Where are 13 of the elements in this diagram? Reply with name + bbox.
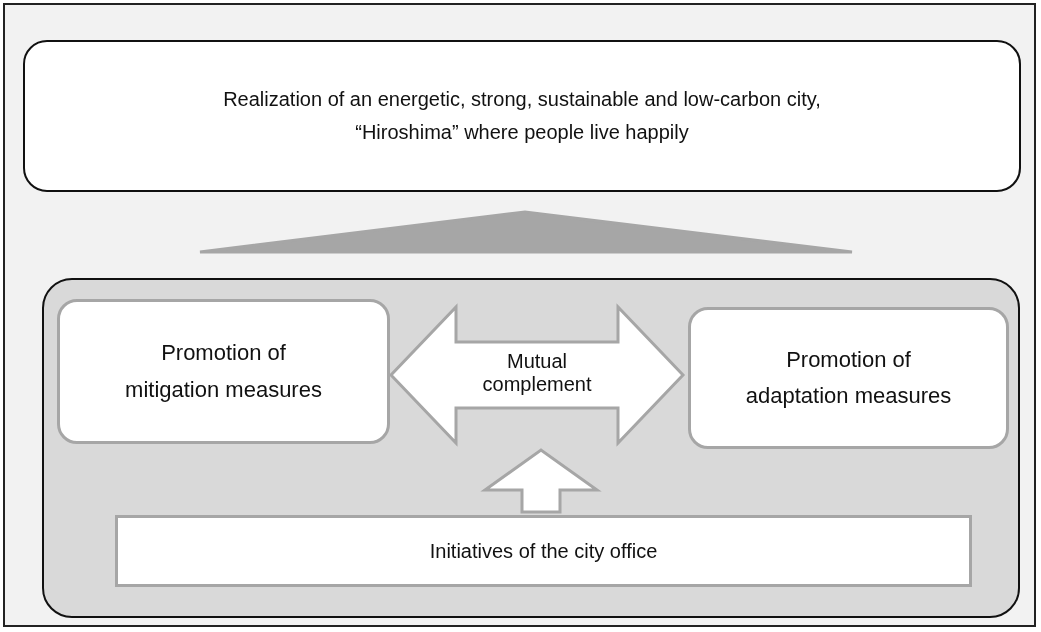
goal-box (23, 40, 1021, 192)
panel-box (42, 278, 1020, 618)
triangle-arrow (198, 210, 854, 254)
node-text: Promotion of adaptation measures (744, 345, 953, 410)
measure-box (688, 307, 1009, 449)
node-text: Promotion of mitigation measures (124, 339, 323, 404)
up-arrow (480, 448, 602, 514)
node-text: Realization of an energetic, strong, sustainable and low-carbon city, “Hiroshima” where people live happily (222, 87, 822, 145)
node-text: Initiatives of the city office (428, 538, 659, 564)
measure-box (57, 299, 390, 444)
edge-label: Mutual complement (481, 350, 593, 396)
double-arrow (388, 303, 686, 447)
initiative-box (115, 515, 972, 587)
